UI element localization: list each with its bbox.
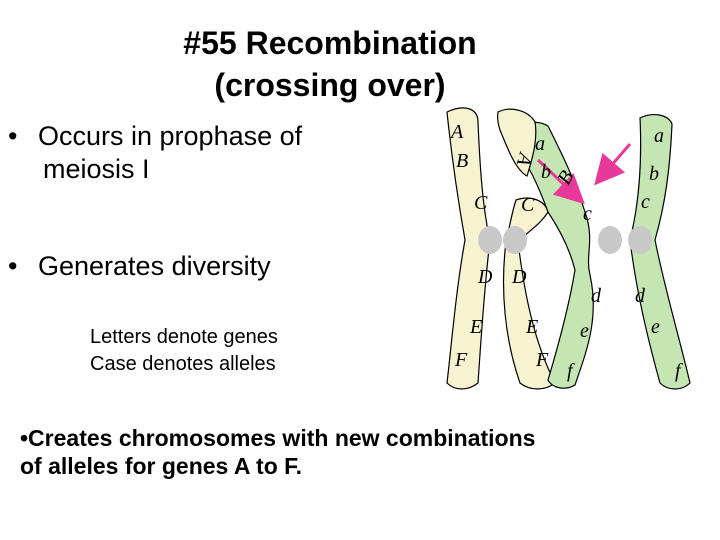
gene-label: E [469,316,482,338]
gene-label: d [591,285,602,307]
gene-label: a [535,133,545,155]
gene-label: c [583,203,592,225]
conclusion-line-1: •Creates chromosomes with new combinatio… [20,424,660,452]
gene-label: c [641,191,650,213]
conclusion-text: •Creates chromosomes with new combinatio… [20,424,660,480]
centromere-middle [503,226,527,254]
gene-label: A [449,121,464,143]
gene-label: b [541,161,551,183]
gene-label: d [635,285,646,307]
centromere-right-b [628,226,652,254]
gene-label: C [474,192,488,214]
centromere-left [478,226,502,254]
centromere-right-a [598,226,622,254]
gene-label: B [456,150,468,172]
conclusion-line-2: of alleles for genes A to F. [20,452,660,480]
gene-label: E [525,316,538,338]
gene-label: F [454,349,468,371]
gene-label: a [654,125,664,147]
gene-label: e [580,320,589,342]
gene-label: D [477,266,493,288]
gene-label: D [511,266,527,288]
gene-label: F [535,349,549,371]
arrow-right [604,144,630,174]
gene-label: C [521,194,535,216]
gene-label: e [651,316,660,338]
gene-label: b [649,163,659,185]
